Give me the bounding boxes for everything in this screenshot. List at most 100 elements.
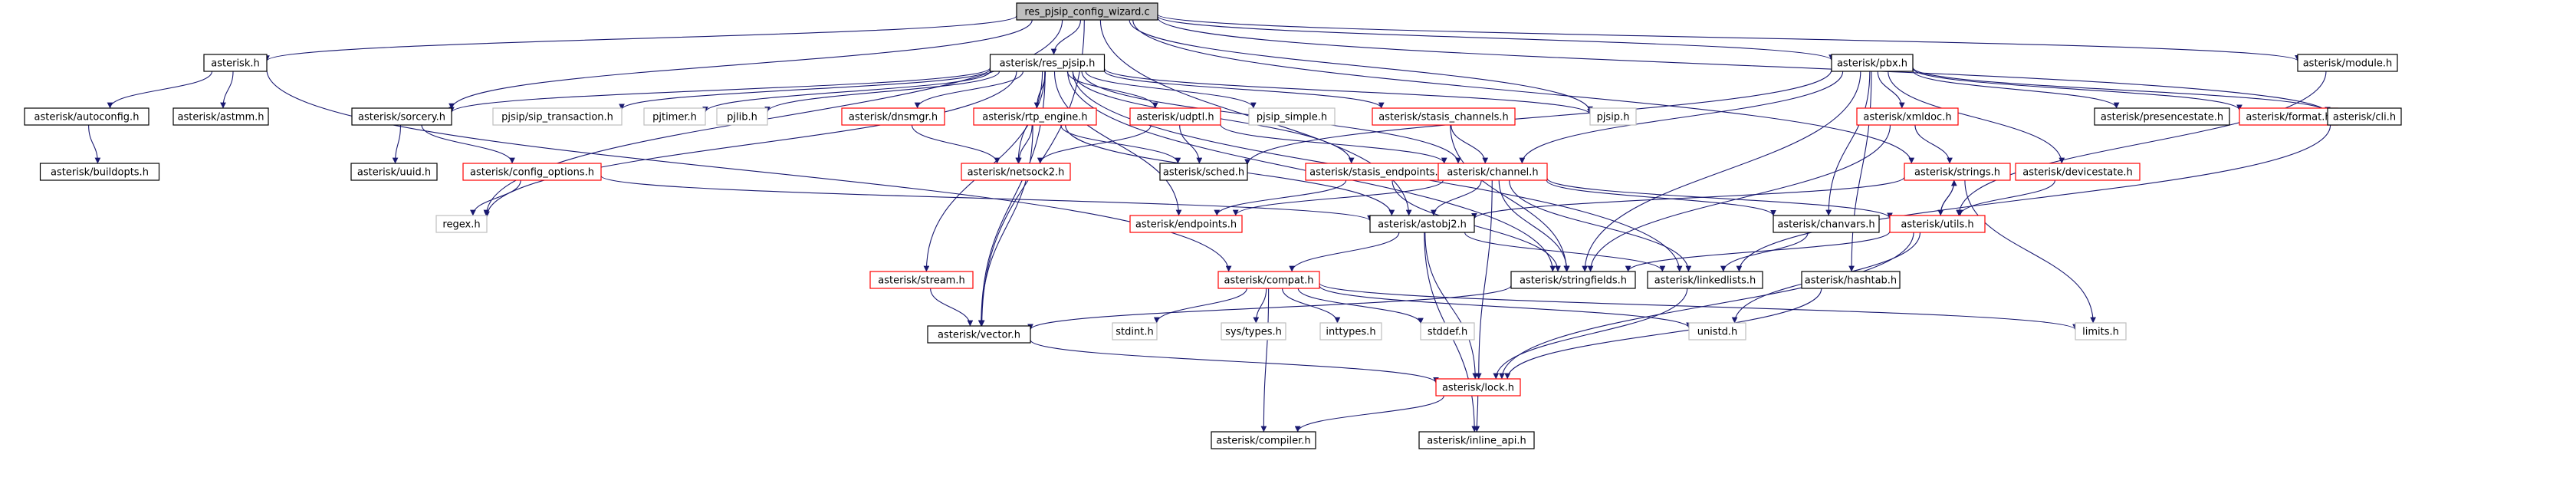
node-label-pjlib_h: pjlib.h — [727, 112, 757, 123]
edge-strings_h-to-astobj2_h — [1471, 176, 1905, 219]
edge-lock_h-to-compiler_h — [1294, 395, 1444, 433]
node-label-hashtab_h: asterisk/hashtab.h — [1805, 275, 1897, 287]
node-vector_h[interactable]: asterisk/vector.h — [927, 325, 1031, 344]
node-utils_h[interactable]: asterisk/utils.h — [1889, 215, 1986, 233]
node-box-sorcery_h — [351, 107, 452, 126]
node-stasis_endpoints_h[interactable]: asterisk/stasis_endpoints.h — [1305, 163, 1449, 181]
edge-res_pjsip_h-to-pjsip_simple_h — [1085, 71, 1257, 109]
edge-channel_h-to-linkedlists_h — [1509, 179, 1692, 272]
node-box-res_pjsip_h — [989, 54, 1106, 72]
node-presencestate_h[interactable]: asterisk/presencestate.h — [2094, 107, 2230, 126]
node-pjsip_simple_h: pjsip_simple.h — [1248, 107, 1336, 126]
node-cli_h[interactable]: asterisk/cli.h — [2327, 107, 2402, 126]
node-root[interactable]: res_pjsip_config_wizard.c — [1016, 2, 1158, 21]
edge-res_pjsip_h-to-sorcery_h — [449, 67, 991, 114]
edge-hashtab_h-to-lock_h — [1504, 288, 1822, 380]
node-xmldoc_h[interactable]: asterisk/xmldoc.h — [1856, 107, 1959, 126]
node-label-config_options_h: asterisk/config_options.h — [470, 167, 594, 179]
node-dnsmgr_h[interactable]: asterisk/dnsmgr.h — [841, 107, 945, 126]
node-sched_h[interactable]: asterisk/sched.h — [1159, 163, 1248, 181]
edge-root-to-pbx_h — [1157, 15, 1835, 61]
node-box-lock_h — [1435, 378, 1521, 397]
node-label-inline_api_h: asterisk/inline_api.h — [1427, 436, 1526, 447]
node-box-astobj2_h — [1369, 215, 1475, 233]
node-box-compiler_h — [1211, 431, 1316, 449]
edge-pbx_h-to-xmldoc_h — [1877, 71, 1905, 109]
node-pjlib_h: pjlib.h — [716, 107, 768, 126]
node-stasis_channels_h[interactable]: asterisk/stasis_channels.h — [1372, 107, 1516, 126]
node-rtp_engine_h[interactable]: asterisk/rtp_engine.h — [973, 107, 1097, 126]
node-label-uuid_h: asterisk/uuid.h — [357, 167, 431, 179]
node-uuid_h[interactable]: asterisk/uuid.h — [350, 163, 438, 181]
edge-stasis_endpoints_h-to-endpoints_h — [1214, 179, 1347, 216]
node-config_options_h[interactable]: asterisk/config_options.h — [462, 163, 602, 181]
node-stream_h[interactable]: asterisk/stream.h — [869, 271, 974, 289]
node-label-stddef_h: stddef.h — [1428, 327, 1467, 338]
node-netsock2_h[interactable]: asterisk/netsock2.h — [961, 163, 1071, 181]
edge-devicestate_h-to-utils_h — [1957, 179, 2055, 216]
node-label-regex_h: regex.h — [442, 219, 480, 231]
edge-vector_h-to-lock_h — [1030, 339, 1439, 383]
node-label-linkedlists_h: asterisk/linkedlists.h — [1654, 275, 1756, 287]
node-box-root — [1016, 2, 1158, 21]
node-autoconfig_h[interactable]: asterisk/autoconfig.h — [24, 107, 150, 126]
node-box-stddef_h — [1420, 322, 1475, 341]
node-hashtab_h[interactable]: asterisk/hashtab.h — [1801, 271, 1901, 289]
node-compiler_h[interactable]: asterisk/compiler.h — [1211, 431, 1316, 449]
node-box-endpoints_h — [1129, 215, 1243, 233]
node-buildopts_h[interactable]: asterisk/buildopts.h — [39, 163, 160, 181]
node-label-compiler_h: asterisk/compiler.h — [1216, 436, 1310, 447]
node-label-unistd_h: unistd.h — [1697, 327, 1738, 338]
edge-root-to-sorcery_h — [449, 19, 1033, 110]
node-linkedlists_h[interactable]: asterisk/linkedlists.h — [1647, 271, 1763, 289]
node-box-inttypes_h — [1319, 322, 1382, 341]
edge-res_pjsip_h-to-dnsmgr_h — [914, 71, 1024, 109]
edge-channel_h-to-astobj2_h — [1431, 179, 1482, 216]
edge-res_pjsip_h-to-pjtimer_h — [702, 71, 991, 113]
node-format_h[interactable]: asterisk/format.h — [2239, 107, 2338, 126]
edge-compat_h-to-stdint_h — [1153, 288, 1247, 324]
node-box-cli_h — [2327, 107, 2402, 126]
node-limits_h: limits.h — [2075, 322, 2127, 341]
node-box-regex_h — [435, 215, 488, 233]
node-module_h[interactable]: asterisk/module.h — [2297, 54, 2398, 72]
node-asterisk_h[interactable]: asterisk.h — [203, 54, 268, 72]
node-sorcery_h[interactable]: asterisk/sorcery.h — [351, 107, 452, 126]
node-res_pjsip_h[interactable]: asterisk/res_pjsip.h — [989, 54, 1106, 72]
node-box-pjtimer_h — [643, 107, 706, 126]
node-stringfields_h[interactable]: asterisk/stringfields.h — [1510, 271, 1636, 289]
edge-pbx_h-to-presencestate_h — [1912, 70, 2120, 109]
node-astobj2_h[interactable]: asterisk/astobj2.h — [1369, 215, 1475, 233]
edge-root-to-strings_h — [1132, 19, 1915, 164]
edge-pbx_h-to-sched_h — [1244, 69, 1832, 166]
node-astmm_h[interactable]: asterisk/astmm.h — [172, 107, 269, 126]
node-box-config_options_h — [462, 163, 602, 181]
node-box-astmm_h — [172, 107, 269, 126]
node-label-asterisk_h: asterisk.h — [211, 58, 259, 70]
edge-strings_h-to-limits_h — [1964, 179, 2096, 324]
node-label-module_h: asterisk/module.h — [2303, 58, 2393, 70]
node-pjtimer_h: pjtimer.h — [643, 107, 706, 126]
edge-astobj2_h-to-linkedlists_h — [1464, 232, 1666, 272]
edge-res_pjsip_h-to-stasis_channels_h — [1103, 70, 1385, 109]
edge-pbx_h-to-devicestate_h — [1888, 71, 2065, 164]
edge-sorcery_h-to-uuid_h — [392, 124, 402, 164]
node-endpoints_h[interactable]: asterisk/endpoints.h — [1129, 215, 1243, 233]
node-lock_h[interactable]: asterisk/lock.h — [1435, 378, 1521, 397]
edge-root-to-module_h — [1157, 14, 2301, 61]
node-strings_h[interactable]: asterisk/strings.h — [1904, 163, 2011, 181]
edge-root-to-asterisk_h — [264, 15, 1017, 61]
node-stdint_h: stdint.h — [1112, 322, 1158, 341]
node-pbx_h[interactable]: asterisk/pbx.h — [1831, 54, 1914, 72]
node-pjsip_h: pjsip.h — [1589, 107, 1637, 126]
node-devicestate_h[interactable]: asterisk/devicestate.h — [2015, 163, 2141, 181]
node-compat_h[interactable]: asterisk/compat.h — [1217, 271, 1320, 289]
edge-asterisk_h-to-autoconfig_h — [107, 71, 213, 109]
edge-autoconfig_h-to-buildopts_h — [88, 124, 101, 164]
node-udptl_h[interactable]: asterisk/udptl.h — [1129, 107, 1221, 126]
edge-pbx_h-to-format_h — [1912, 67, 2242, 111]
node-inline_api_h[interactable]: asterisk/inline_api.h — [1418, 431, 1535, 449]
node-channel_h[interactable]: asterisk/channel.h — [1438, 163, 1548, 181]
node-box-netsock2_h — [961, 163, 1071, 181]
node-chanvars_h[interactable]: asterisk/chanvars.h — [1773, 215, 1880, 233]
